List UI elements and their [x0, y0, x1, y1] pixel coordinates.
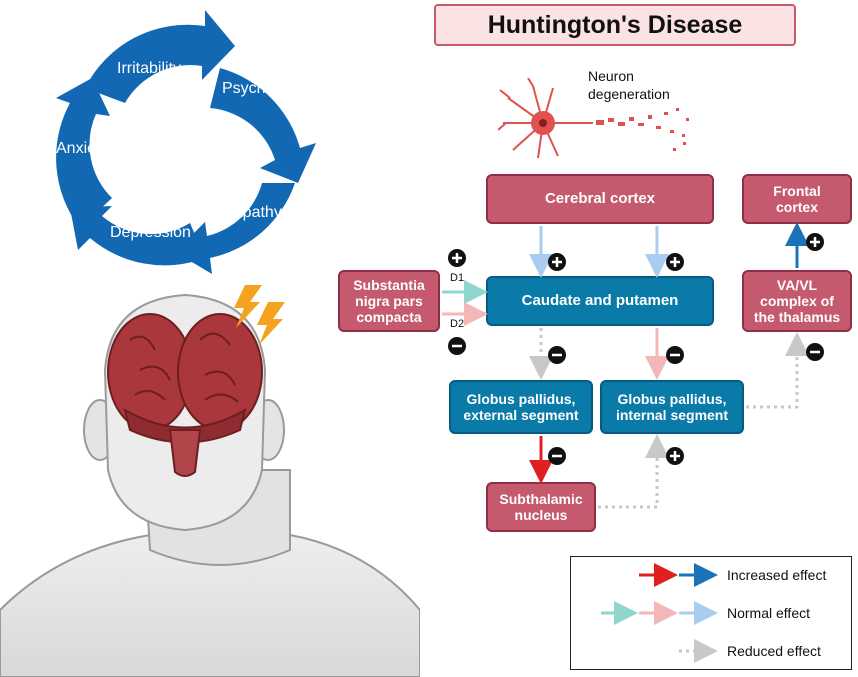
- cycle-arrow-depression: [70, 206, 205, 266]
- neuron-icon: [498, 78, 689, 159]
- symptom-cycle: [56, 10, 316, 274]
- cycle-label-irritability: Irritability: [117, 60, 182, 77]
- legend-increased: Increased effect: [727, 567, 827, 583]
- substantia-nigra-box: Substantia nigra pars compacta: [338, 270, 440, 332]
- brain: [107, 313, 263, 477]
- legend-reduced: Reduced effect: [727, 643, 821, 659]
- legend-arrows: [601, 563, 718, 663]
- head-illustration: [0, 285, 420, 677]
- cycle-arrow-anxiety: [56, 78, 112, 228]
- legend-normal: Normal effect: [727, 605, 810, 621]
- subthalamic-box: Subthalamic nucleus: [486, 482, 596, 532]
- d1-label: D1: [450, 272, 465, 284]
- d2-label: D2: [450, 318, 465, 330]
- cycle-label-depression: Depression: [110, 224, 191, 241]
- cycle-label-psychosis: Psychosis: [222, 80, 295, 97]
- sign-icons: [448, 233, 824, 465]
- cycle-arrow-irritability: [85, 10, 235, 103]
- cycle-arrow-psychosis: [210, 68, 316, 183]
- gp-external-box: Globus pallidus, external segment: [449, 380, 593, 434]
- page-title: Huntington's Disease: [434, 4, 796, 46]
- caudate-putamen-box: Caudate and putamen: [486, 276, 714, 326]
- cycle-label-anxiety: Anxiety: [56, 140, 109, 157]
- cerebral-cortex-box: Cerebral cortex: [486, 174, 714, 224]
- neuron-label: Neuron degeneration: [588, 68, 670, 102]
- cycle-arrow-apathy: [175, 183, 295, 274]
- thalamus-box: VA/VL complex of the thalamus: [742, 270, 852, 332]
- lightning-icon: [234, 285, 285, 345]
- cycle-label-apathy: Apathy: [232, 204, 282, 221]
- legend-box: Increased effect Normal effect Reduced e…: [570, 556, 852, 670]
- gp-internal-box: Globus pallidus, internal segment: [600, 380, 744, 434]
